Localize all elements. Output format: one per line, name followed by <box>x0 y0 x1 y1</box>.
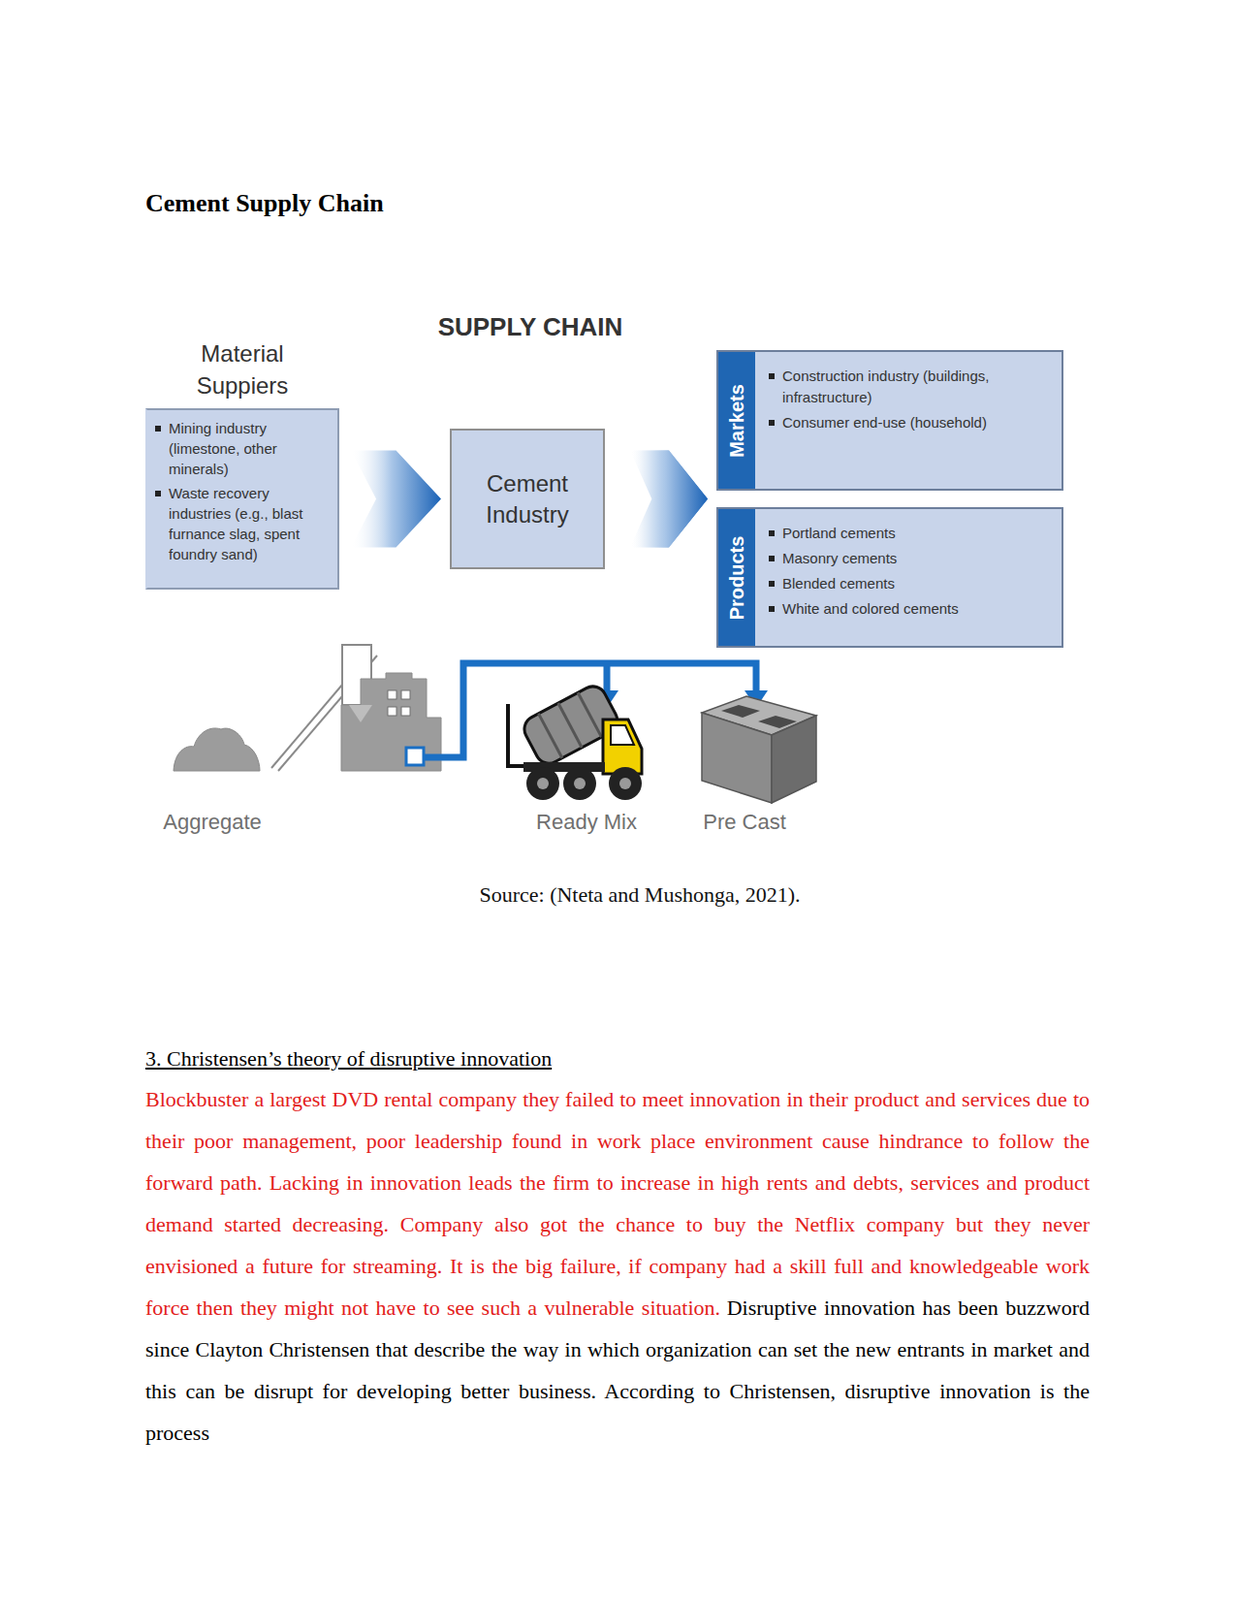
diagram-title: SUPPLY CHAIN <box>336 311 725 343</box>
side-band: Markets <box>718 351 756 489</box>
bullet-row: Consumer end-use (household) <box>768 412 1052 434</box>
category-box: ProductsPortland cementsMasonry cementsB… <box>716 507 1064 648</box>
block-hole <box>721 704 761 718</box>
flow-arrow <box>350 450 442 548</box>
hopper <box>348 704 373 723</box>
bullet-marker <box>155 490 161 497</box>
illustration-label: Aggregate <box>134 808 290 836</box>
truck-cab <box>602 719 642 774</box>
bullet-marker <box>768 530 775 537</box>
box-body: Portland cementsMasonry cementsBlended c… <box>755 508 1062 646</box>
bullet-row: Masonry cements <box>768 547 1052 570</box>
bullet-marker <box>768 580 775 587</box>
bullet-text: Mining industry (limestone, other minera… <box>168 417 330 479</box>
page-heading: Cement Supply Chain <box>145 188 728 220</box>
bullet-row: Waste recovery industries (e.g., blast f… <box>155 482 330 565</box>
hub <box>537 777 549 790</box>
bullet-marker <box>155 425 161 432</box>
flow-arrow <box>630 450 708 548</box>
wheel <box>608 766 642 800</box>
bullet-marker <box>768 373 775 380</box>
caption: Source: (Nteta and Mushonga, 2021). <box>300 880 980 910</box>
bullet-row: Portland cements <box>768 522 1052 544</box>
bullet-row: Blended cements <box>768 572 1052 595</box>
drum-band <box>538 713 562 759</box>
window <box>387 706 397 716</box>
band-label: Products <box>725 535 749 620</box>
bullet-marker <box>768 419 775 426</box>
illustration-label: Pre Cast <box>666 808 823 836</box>
paragraph: Blockbuster a largest DVD rental company… <box>145 1077 1090 1454</box>
bullet-text: White and colored cements <box>782 598 959 620</box>
section-heading: 3. Christensen’s theory of disruptive in… <box>145 1044 1018 1074</box>
cab-window <box>610 725 634 745</box>
block-side <box>771 715 817 803</box>
bullet-marker <box>768 605 775 612</box>
window <box>401 706 411 716</box>
process-box: Material SuppiersMining industry (limest… <box>145 337 340 590</box>
bullet-row: Construction industry (buildings, infras… <box>768 365 1052 409</box>
bullet-text: Consumer end-use (household) <box>782 412 987 434</box>
illustration-label: Ready Mix <box>508 808 665 836</box>
hub <box>573 777 586 790</box>
wheel <box>563 766 597 800</box>
drum-band <box>577 692 602 737</box>
aggregate-pile <box>173 728 260 771</box>
process-box: Cement Industry <box>449 428 605 570</box>
bullet-marker <box>768 555 775 562</box>
category-box: Markets Construction industry (buildings,… <box>716 349 1064 491</box>
bullet-row: White and colored cements <box>768 598 1052 620</box>
box-frame: Mining industry (limestone, other minera… <box>145 408 340 590</box>
window <box>387 690 397 699</box>
box-heading: Material Suppiers <box>169 337 316 402</box>
side-band: Products <box>718 508 756 646</box>
drum-band <box>558 702 582 748</box>
bullet-text: Construction industry (buildings, infras… <box>782 365 1052 409</box>
bullet-text: Portland cements <box>782 522 896 544</box>
box-body: Construction industry (buildings, infras… <box>755 351 1062 489</box>
hub <box>619 777 632 790</box>
wheel <box>526 766 560 800</box>
bullet-text: Blended cements <box>782 572 895 595</box>
block-front <box>701 712 772 803</box>
box-label: Cement Industry <box>459 468 596 531</box>
flow-arrow <box>630 450 708 548</box>
window <box>401 690 411 699</box>
bullet-row: Mining industry (limestone, other minera… <box>155 417 330 479</box>
bullet-text: Waste recovery industries (e.g., blast f… <box>168 482 330 565</box>
band-label: Markets <box>725 383 749 458</box>
bullet-text: Masonry cements <box>782 547 897 570</box>
body-text: Blockbuster a largest DVD rental company… <box>145 1086 1090 1320</box>
outlet <box>406 747 424 765</box>
